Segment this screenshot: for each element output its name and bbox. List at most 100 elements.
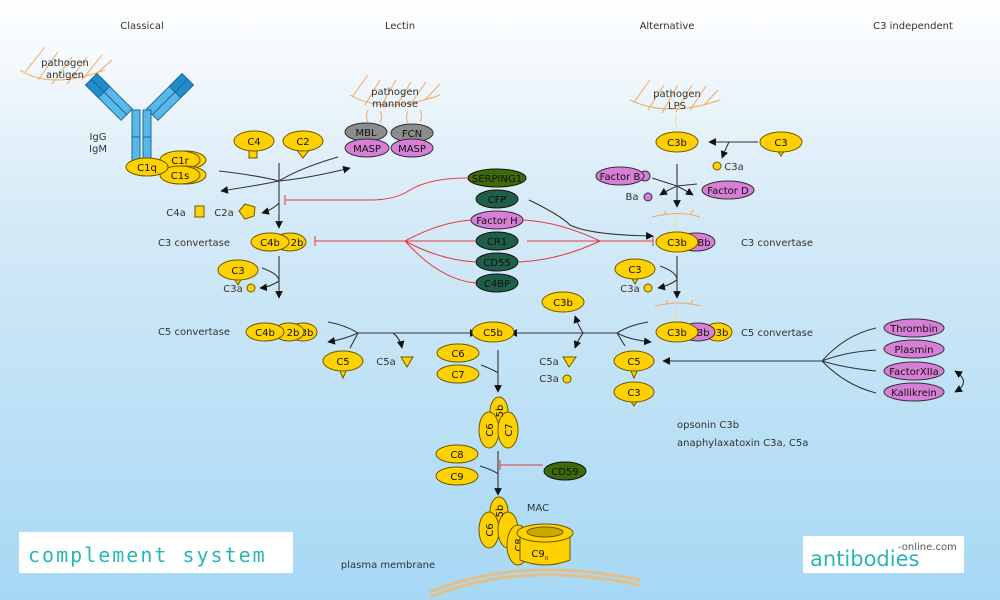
terminal-c3a-label: C3a: [539, 374, 558, 385]
protease-thrombin: Thrombin: [883, 318, 945, 338]
regulator-cd55: CD55: [475, 252, 519, 272]
logo-suffix-text: -online.com: [898, 542, 957, 553]
header-classical: Classical: [120, 21, 164, 32]
terminal-c6-node: C6: [436, 343, 480, 363]
svg-text:Factor B: Factor B: [600, 172, 641, 183]
svg-text:5b: 5b: [495, 405, 506, 418]
alt-surface-2: [654, 299, 701, 307]
pathogen-lps: pathogen LPS: [629, 79, 721, 128]
terminal-c5a-fragment: [562, 356, 577, 368]
alt-c3-convertase: Bb C3b: [655, 231, 716, 253]
svg-text:C3b: C3b: [667, 328, 687, 339]
mac-complex: C6 5b C8 C9n: [478, 496, 574, 566]
svg-text:C6: C6: [485, 523, 496, 536]
svg-text:C6: C6: [485, 423, 496, 436]
svg-text:Bb: Bb: [697, 238, 710, 249]
svg-text:C3b: C3b: [667, 238, 687, 249]
c2-node: C2: [282, 130, 324, 159]
svg-text:C3b: C3b: [553, 298, 573, 309]
alt-factor-b: Factor B: [595, 166, 651, 186]
protease-factorxiia: FactorXIIa: [883, 361, 945, 381]
pathogen-lps-line1: pathogen: [653, 89, 701, 100]
svg-text:MASP: MASP: [398, 144, 426, 155]
pathogen-mannose-line1: pathogen: [371, 87, 419, 98]
c4-node: C4: [233, 130, 275, 159]
classical-c5-node: C5: [322, 350, 364, 380]
c2a-label: C2a: [214, 208, 233, 219]
classical-c3a-label: C3a: [223, 284, 242, 295]
c1-complex: C1r C1s C1q: [125, 150, 207, 185]
alt-c5-convertase-label: C5 convertase: [741, 328, 813, 339]
alt-c3a-fragment-2: [643, 283, 653, 293]
protease-plasmin: Plasmin: [883, 339, 945, 359]
header-lectin: Lectin: [385, 21, 415, 32]
svg-text:Bb: Bb: [696, 328, 709, 339]
alt-c5-convertase: 3b Bb C3b: [655, 321, 733, 343]
classical-c3a-fragment: [246, 283, 256, 293]
regulator-cd59: CD59: [543, 461, 587, 481]
svg-text:C1q: C1q: [137, 163, 157, 174]
antibody-label-igm: IgM: [89, 144, 107, 155]
svg-text:C3b: C3b: [667, 138, 687, 149]
terminal-c9-node: C9: [435, 466, 479, 486]
pathogen-lps-line2: LPS: [668, 101, 686, 112]
alt-surface-1: [651, 209, 701, 218]
svg-text:5b: 5b: [495, 505, 506, 518]
svg-text:C3: C3: [774, 138, 787, 149]
svg-text:C9n: C9n: [531, 549, 548, 562]
svg-text:C4BP: C4BP: [484, 279, 510, 290]
classical-c5a-fragment: [400, 356, 414, 368]
c5b67-complex: C6 C7 5b: [478, 396, 519, 449]
alt-c3-convertase-label: C3 convertase: [741, 238, 813, 249]
lectin-mbl-masp: MBL MASP: [344, 122, 390, 158]
title-box: complement system: [19, 532, 293, 573]
svg-text:C4b: C4b: [255, 328, 275, 339]
antibody-label-igg: IgG: [89, 132, 106, 143]
svg-text:MASP: MASP: [353, 144, 381, 155]
svg-text:CFP: CFP: [488, 195, 507, 206]
svg-text:C7: C7: [451, 370, 464, 381]
alt-ba-label: Ba: [626, 192, 639, 203]
svg-text:C1r: C1r: [171, 156, 189, 167]
svg-text:C1s: C1s: [171, 171, 190, 182]
svg-text:Thrombin: Thrombin: [889, 324, 938, 335]
header-c3-independent: C3 independent: [873, 21, 953, 32]
svg-text:CR1: CR1: [487, 237, 507, 248]
svg-text:Plasmin: Plasmin: [894, 345, 933, 356]
svg-text:Factor D: Factor D: [707, 186, 749, 197]
svg-text:2b: 2b: [291, 238, 304, 249]
cfp-activation-line: [528, 199, 654, 240]
classical-c5-convertase: 3b 2b C4b: [245, 322, 318, 342]
title-text: complement system: [28, 543, 267, 567]
c2a-fragment: [238, 203, 256, 220]
header-alternative: Alternative: [640, 21, 695, 32]
antibody-icon: [84, 72, 195, 163]
svg-text:C5b: C5b: [483, 328, 503, 339]
svg-text:C2: C2: [296, 137, 309, 148]
terminal-c7-node: C7: [436, 364, 480, 384]
svg-text:C5: C5: [627, 357, 640, 368]
svg-text:FactorXIIa: FactorXIIa: [889, 367, 939, 378]
svg-text:2b: 2b: [287, 328, 300, 339]
terminal-c3a-fragment: [562, 374, 572, 384]
svg-text:C3: C3: [628, 265, 641, 276]
svg-text:3b: 3b: [716, 328, 729, 339]
classical-c3-convertase-label: C3 convertase: [158, 238, 230, 249]
alt-c3a-label-2: C3a: [620, 284, 639, 295]
legend-opsonin: opsonin C3b: [677, 420, 739, 431]
svg-text:C6: C6: [451, 349, 464, 360]
c4a-fragment: [194, 205, 205, 218]
regulator-cfp: CFP: [475, 189, 519, 209]
c4a-label: C4a: [166, 208, 185, 219]
alt-c3-node-2: C3: [614, 258, 656, 286]
svg-text:CD55: CD55: [483, 258, 510, 269]
c3i-c3-node: C3: [613, 381, 655, 407]
lectin-fcn-masp: FCN MASP: [390, 123, 434, 158]
regulator-serping1: SERPING1: [467, 168, 527, 188]
svg-text:C4: C4: [247, 137, 260, 148]
svg-text:MBL: MBL: [355, 128, 376, 139]
regulator-c4bp: C4BP: [475, 273, 519, 293]
pathogen-antigen-line1: pathogen: [41, 58, 89, 69]
svg-text:C8: C8: [450, 450, 463, 461]
